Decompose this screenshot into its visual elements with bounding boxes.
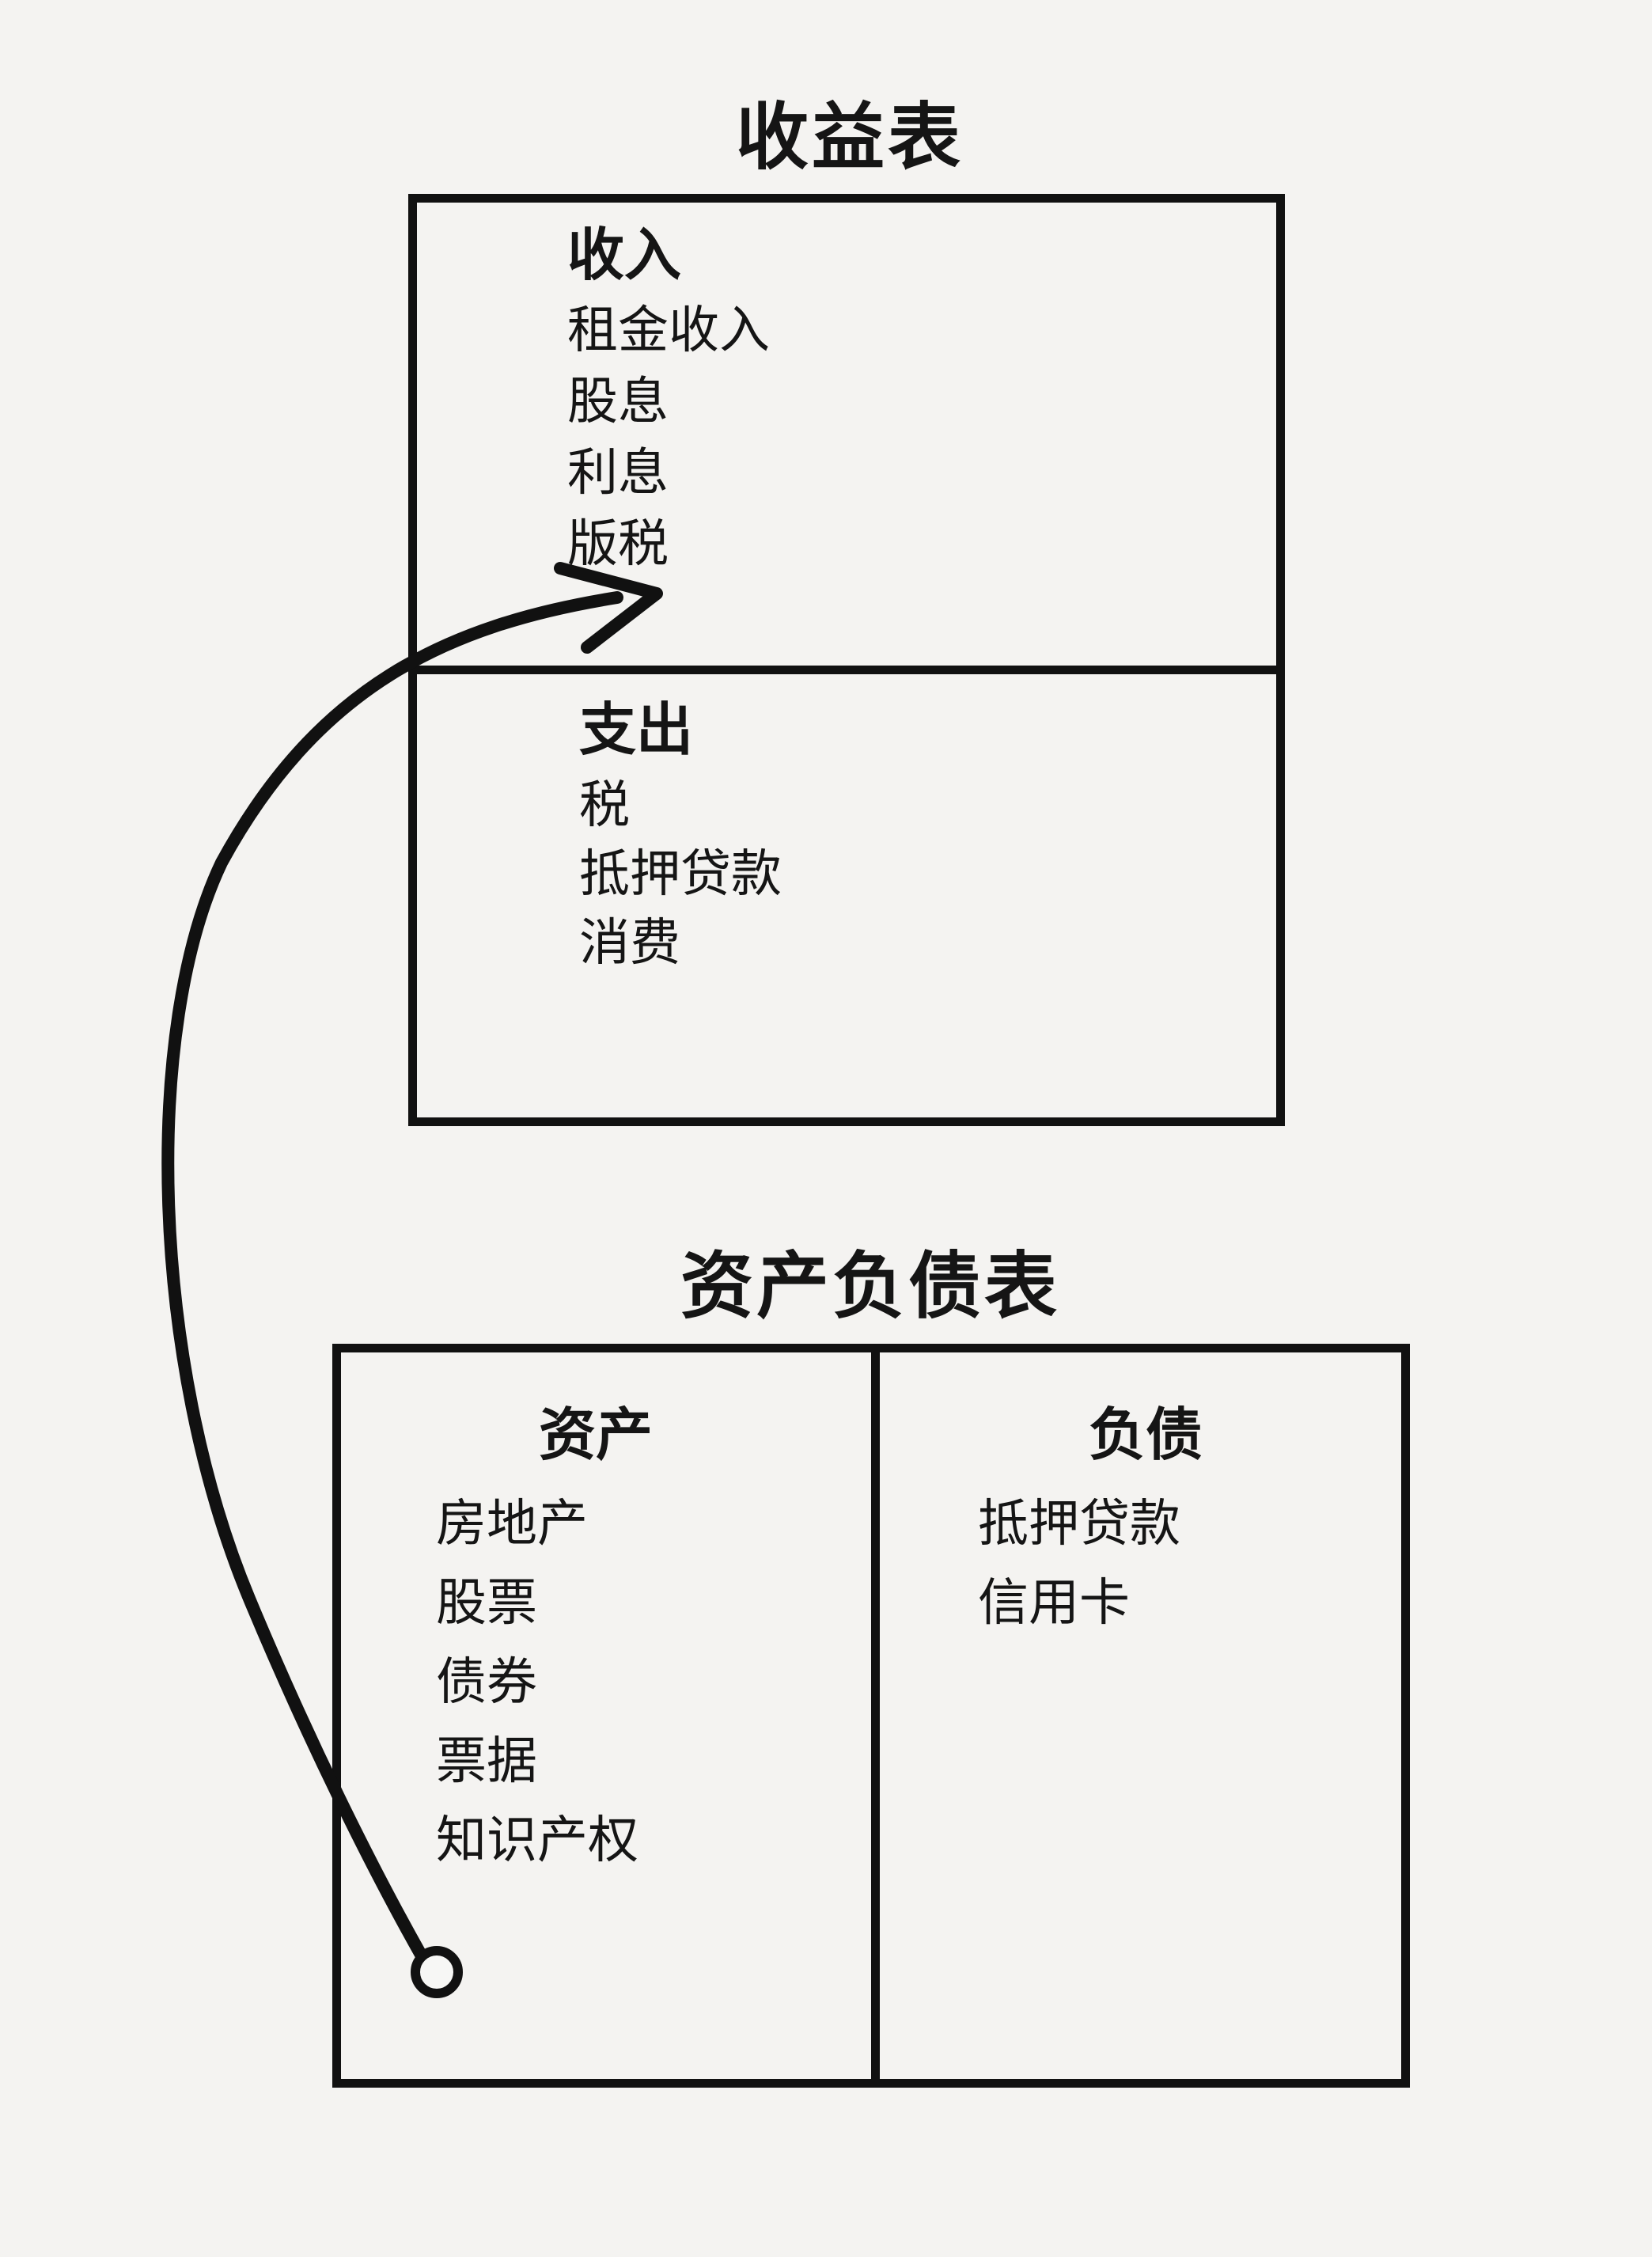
- liabilities-section-heading: 负债: [1089, 1402, 1203, 1468]
- income-item: 版税: [567, 515, 669, 574]
- assets-items-list: 房地产 股票 债券 票据 知识产权: [436, 1499, 638, 1895]
- asset-item: 票据: [436, 1732, 537, 1791]
- asset-item: 债券: [436, 1653, 537, 1712]
- asset-item: 知识产权: [436, 1811, 638, 1870]
- asset-item: 股票: [436, 1574, 537, 1633]
- income-statement-title: 收益表: [736, 95, 964, 180]
- income-expense-divider: [417, 666, 1276, 674]
- liability-item: 信用卡: [978, 1574, 1130, 1633]
- income-items-list: 租金收入 股息 利息 版税: [567, 305, 770, 590]
- income-item: 租金收入: [567, 302, 770, 360]
- balance-sheet-box: 资产 房地产 股票 债券 票据 知识产权 负债 抵押贷款 信用卡: [332, 1344, 1410, 2088]
- income-item: 股息: [567, 373, 669, 431]
- expense-item: 税: [579, 776, 630, 835]
- expense-items-list: 税 抵押贷款 消费: [579, 780, 782, 987]
- expense-item: 消费: [579, 914, 680, 973]
- expense-item: 抵押贷款: [579, 845, 782, 904]
- liabilities-items-list: 抵押贷款 信用卡: [978, 1499, 1180, 1657]
- expense-section-heading: 支出: [579, 696, 694, 763]
- liability-item: 抵押贷款: [978, 1495, 1180, 1553]
- assets-section-heading: 资产: [539, 1402, 654, 1468]
- balance-sheet-title: 资产负债表: [680, 1244, 1061, 1329]
- income-section-heading: 收入: [567, 222, 682, 288]
- asset-item: 房地产: [436, 1495, 588, 1553]
- assets-liabilities-divider: [871, 1352, 880, 2079]
- income-item: 利息: [567, 444, 669, 503]
- income-statement-box: 收入 租金收入 股息 利息 版税 支出 税 抵押贷款 消费: [408, 194, 1285, 1126]
